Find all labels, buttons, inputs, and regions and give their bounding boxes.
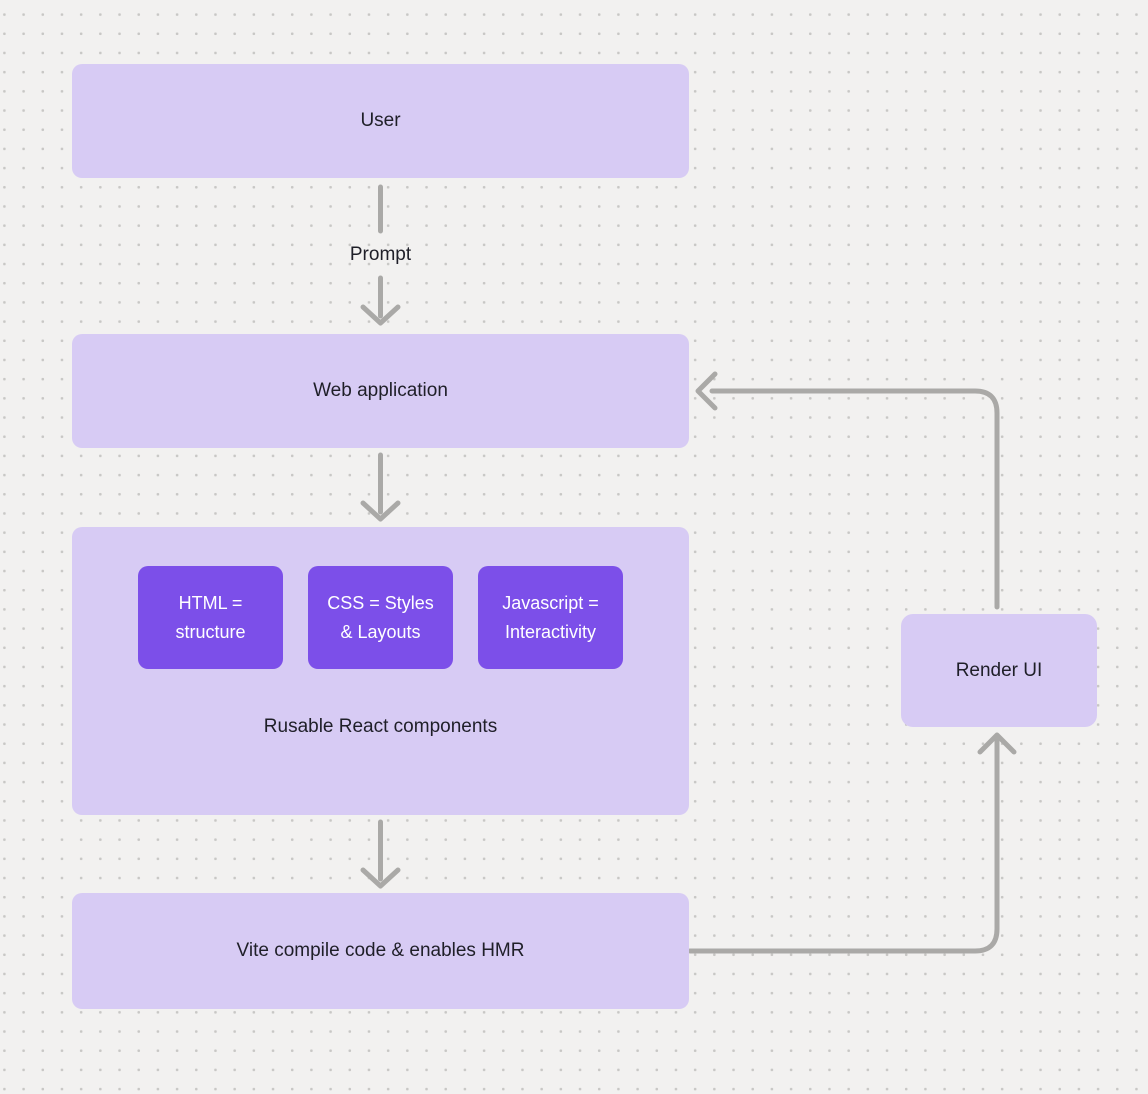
chip-css-label: CSS = Styles & Layouts: [327, 592, 434, 642]
node-render-ui: Render UI: [901, 614, 1097, 727]
chip-html: HTML = structure: [138, 566, 283, 669]
components-group-caption: Rusable React components: [263, 716, 498, 737]
arrowhead-down-icon: [360, 500, 401, 522]
chip-css: CSS = Styles & Layouts: [308, 566, 453, 669]
node-vite-label: Vite compile code & enables HMR: [236, 940, 525, 961]
node-vite: Vite compile code & enables HMR: [72, 893, 689, 1009]
chip-javascript: Javascript = Interactivity: [478, 566, 623, 669]
connector-render-ui-to-web-application: [695, 371, 1000, 610]
chip-row: HTML = structure CSS = Styles & Layouts …: [138, 566, 623, 669]
chip-javascript-label: Javascript = Interactivity: [502, 592, 599, 642]
arrowhead-down-icon: [360, 867, 401, 889]
node-render-ui-label: Render UI: [955, 659, 1043, 681]
node-user: User: [72, 64, 689, 178]
node-components-group: HTML = structure CSS = Styles & Layouts …: [72, 527, 689, 815]
arrowhead-left-icon: [695, 371, 718, 411]
arrowhead-up-icon: [977, 732, 1017, 755]
connector-components-to-vite: [360, 819, 401, 889]
node-web-application: Web application: [72, 334, 689, 448]
node-web-application-label: Web application: [313, 380, 448, 401]
chip-html-label: HTML = structure: [175, 592, 246, 642]
connector-vite-to-render-ui: [687, 732, 1017, 954]
arrowhead-down-icon: [360, 304, 401, 326]
node-user-label: User: [360, 110, 401, 131]
edge-label-prompt: Prompt: [349, 244, 412, 265]
connector-web-application-to-components: [360, 452, 401, 522]
